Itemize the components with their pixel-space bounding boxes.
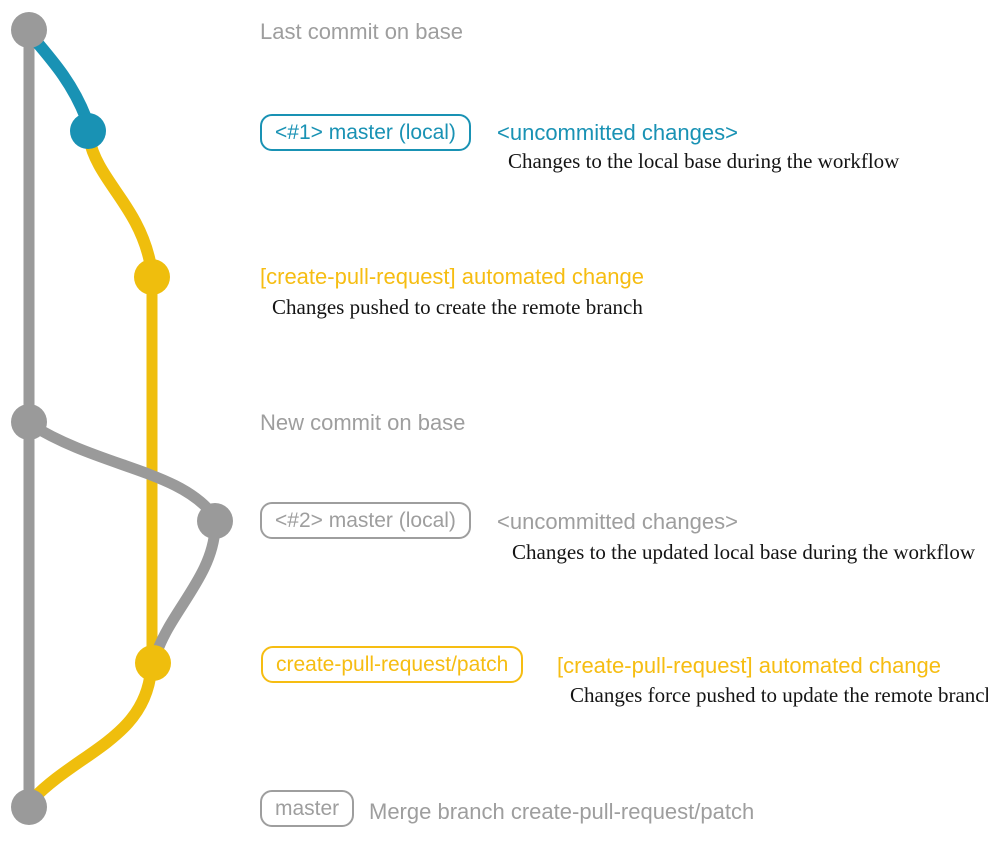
- automated-change-heading-2: [create-pull-request] automated change: [557, 653, 942, 678]
- commit-dot-uncommitted-1: [70, 113, 106, 149]
- rebase-branch-curve-out: [27, 419, 219, 520]
- commit-dot-new-base: [11, 404, 47, 440]
- last-commit-label: Last commit on base: [260, 19, 463, 44]
- automated-change-description-2: Changes force pushed to update the remot…: [570, 683, 988, 707]
- branch-badge-master-local-1: <#1> master (local): [260, 114, 471, 151]
- commit-dot-merge: [11, 789, 47, 825]
- commit-dot-automated-1: [134, 259, 170, 295]
- uncommitted-branch-curve-1: [25, 30, 92, 121]
- merge-branch-heading: Merge branch create-pull-request/patch: [369, 799, 755, 824]
- uncommitted-changes-description-2: Changes to the updated local base during…: [512, 540, 976, 564]
- merge-branch-curve: [27, 669, 157, 805]
- automated-change-description-1: Changes pushed to create the remote bran…: [272, 295, 643, 319]
- branch-badge-master: master: [260, 790, 355, 827]
- uncommitted-changes-heading-1: <uncommitted changes>: [497, 120, 738, 145]
- uncommitted-changes-heading-2: <uncommitted changes>: [497, 509, 738, 534]
- uncommitted-changes-description-1: Changes to the local base during the wor…: [508, 149, 900, 173]
- rebase-branch-curve-in: [151, 527, 221, 654]
- patch-branch-curve-top: [83, 136, 156, 264]
- branch-badge-master-local-2: <#2> master (local): [260, 502, 471, 539]
- new-commit-label: New commit on base: [260, 410, 466, 435]
- commit-dot-automated-2: [135, 645, 171, 681]
- commit-dot-uncommitted-2: [197, 503, 233, 539]
- commit-dot-last-base: [11, 12, 47, 48]
- branch-badge-create-pull-request-patch: create-pull-request/patch: [261, 646, 524, 683]
- automated-change-heading-1: [create-pull-request] automated change: [260, 264, 645, 289]
